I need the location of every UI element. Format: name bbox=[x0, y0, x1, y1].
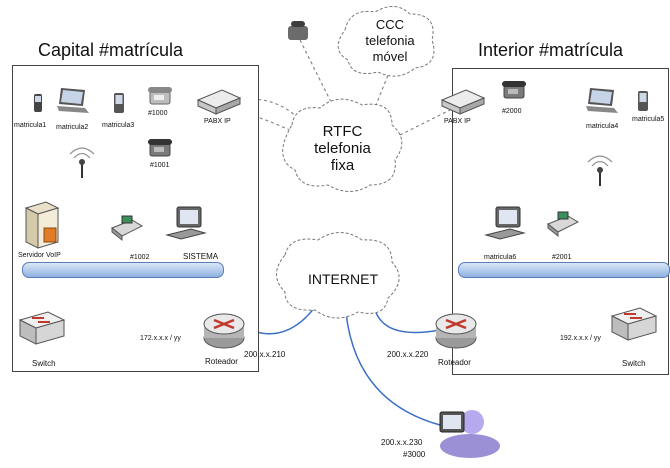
interior-lan-bus bbox=[458, 262, 670, 278]
ext-1000-label: #1000 bbox=[148, 110, 168, 117]
wifi-antenna-icon bbox=[69, 147, 95, 178]
desk-phone-icon bbox=[111, 215, 144, 242]
rtfc-cloud-label: RTFC telefonia fixa bbox=[305, 123, 380, 174]
switch-icon bbox=[610, 307, 658, 341]
capital-lan-bus bbox=[22, 262, 224, 278]
interior-lan-ip-label: 192.x.x.x / yy bbox=[560, 335, 601, 342]
pabx-device-icon bbox=[196, 89, 242, 115]
interior-title: Interior #matrícula bbox=[478, 40, 624, 60]
server-voip-label: Servidor VoIP bbox=[18, 252, 61, 259]
capital-title: Capital #matrícula bbox=[38, 40, 184, 60]
matricula2-label: matricula2 bbox=[56, 124, 89, 131]
ccc-label-line3: móvel bbox=[372, 49, 408, 64]
remote-user-icon bbox=[439, 410, 500, 458]
capital-wan-ip-label: 200.x.x.210 bbox=[244, 350, 286, 359]
rtfc-label-line3: fixa bbox=[330, 157, 355, 174]
interior-switch-label: Switch bbox=[622, 359, 646, 368]
sistema-label: SISTEMA bbox=[183, 252, 219, 261]
remote-ext-label: #3000 bbox=[403, 450, 426, 459]
ext-1001-label: #1001 bbox=[150, 162, 170, 169]
router-icon bbox=[203, 313, 245, 349]
laptop-icon bbox=[586, 88, 618, 113]
remote-ip-label: 200.x.x.230 bbox=[381, 438, 423, 447]
desktop-computer-icon bbox=[165, 206, 207, 240]
matricula1-label: matricula1 bbox=[14, 122, 47, 129]
capital-pabx-label: PABX IP bbox=[204, 118, 231, 125]
server-icon bbox=[24, 201, 60, 249]
pabx-device-icon bbox=[440, 89, 486, 115]
laptop-icon bbox=[57, 88, 89, 113]
ip-phone-icon bbox=[502, 81, 526, 99]
pda-icon bbox=[638, 91, 648, 111]
wifi-antenna-icon bbox=[587, 155, 613, 186]
interior-pabx-label: PABX IP bbox=[444, 118, 471, 125]
capital-switch-label: Switch bbox=[32, 359, 56, 368]
ext-2000-label: #2000 bbox=[502, 108, 522, 115]
ip-phone-icon bbox=[148, 139, 172, 157]
matricula3-label: matricula3 bbox=[102, 122, 135, 129]
switch-icon bbox=[18, 311, 66, 345]
rtfc-label-line2: telefonia bbox=[314, 140, 371, 157]
rtfc-label-line1: RTFC bbox=[322, 123, 363, 140]
ext-1002-label: #1002 bbox=[130, 254, 150, 261]
ccc-label-line1: CCC bbox=[375, 17, 405, 32]
internet-cloud-label: INTERNET bbox=[308, 271, 378, 287]
ip-phone-icon bbox=[148, 87, 172, 105]
matricula5-label: matricula5 bbox=[632, 116, 665, 123]
capital-router-label: Roteador bbox=[205, 357, 238, 366]
matricula6-label: matricula6 bbox=[484, 254, 517, 261]
ext-2001-label: #2001 bbox=[552, 254, 572, 261]
cellphone-icon bbox=[34, 94, 42, 112]
desk-phone-icon bbox=[547, 211, 580, 238]
capital-lan-ip-label: 172.x.x.x / yy bbox=[140, 335, 181, 342]
ccc-label-line2: telefonia bbox=[365, 33, 415, 48]
ccc-cloud-label: CCC telefonia móvel bbox=[360, 17, 420, 65]
router-icon bbox=[435, 313, 477, 349]
interior-router-label: Roteador bbox=[438, 358, 471, 367]
interior-wan-ip-label: 200.x.x.220 bbox=[387, 350, 429, 359]
matricula4-label: matricula4 bbox=[586, 123, 619, 130]
pda-icon bbox=[114, 93, 124, 113]
desktop-computer-icon bbox=[484, 206, 526, 240]
mobile-desk-phone-icon bbox=[288, 21, 308, 40]
